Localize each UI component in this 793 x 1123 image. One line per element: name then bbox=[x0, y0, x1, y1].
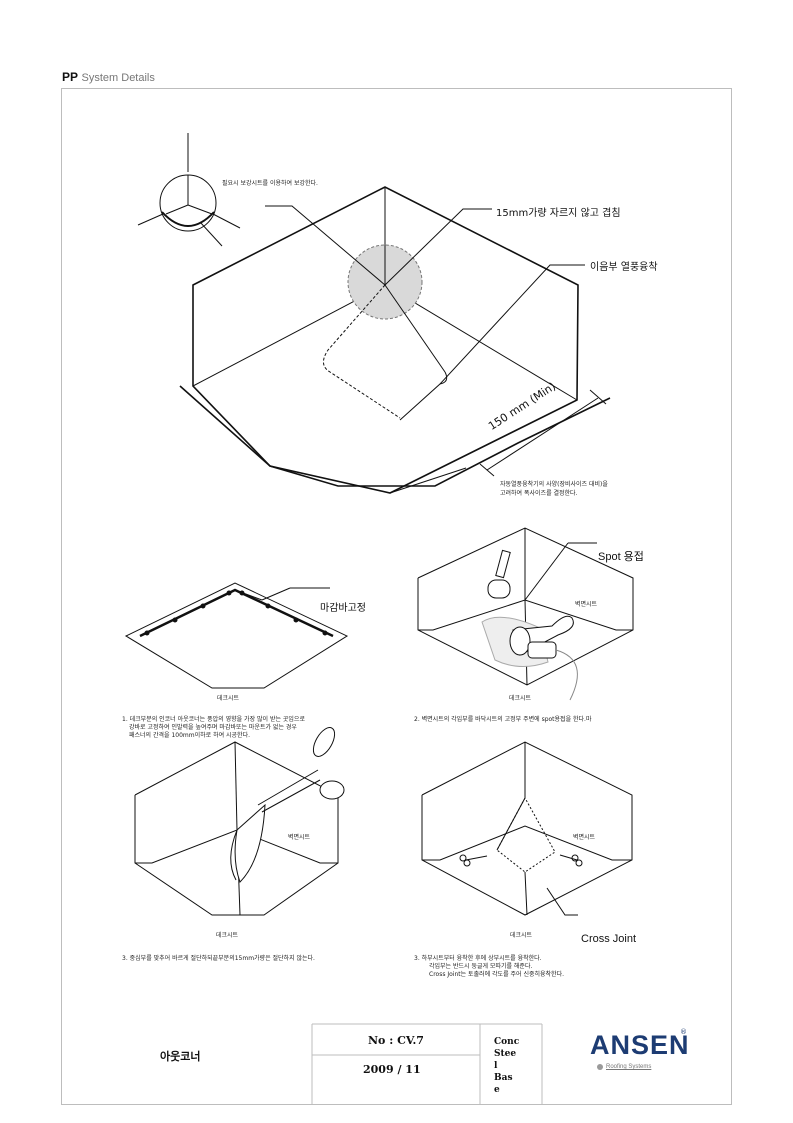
step3-deck-label: 데크시트 bbox=[216, 932, 239, 939]
step3-drawing bbox=[134, 727, 345, 916]
ansen-logo: ANSEN bbox=[590, 1030, 690, 1060]
main-corner-drawing bbox=[179, 186, 611, 494]
step2-deck-label: 데크시트 bbox=[509, 695, 532, 702]
page-header: PP System Details bbox=[62, 70, 155, 84]
registered-mark: ® bbox=[680, 1028, 687, 1036]
step4-callout: Cross Joint bbox=[581, 933, 637, 945]
step1-caption-line1: 1. 데크부분의 인코너 아웃코너는 풍압의 영향을 가장 많이 받는 곳임으로 bbox=[122, 716, 305, 723]
detail-title: 아웃코너 bbox=[160, 1050, 201, 1063]
step2-drawing bbox=[417, 527, 634, 701]
machine-note-line2: 고려하여 폭사이즈를 결정한다. bbox=[500, 490, 578, 497]
detail-number: No : CV.7 bbox=[368, 1034, 424, 1047]
step3-wall-label: 벽면시트 bbox=[288, 834, 311, 841]
logo-tagline: Roofing Systems bbox=[606, 1064, 652, 1070]
step1-caption-line3: 패스너의 간격을 100mm이하로 하여 시공한다. bbox=[129, 732, 250, 739]
step1-callout: 마감바고정 bbox=[320, 603, 366, 614]
step4-caption-line2: 각입부는 반드시 둥글게 모따기를 해준다. bbox=[429, 963, 533, 970]
step4-drawing bbox=[421, 741, 633, 916]
step4-caption-line1: 3. 하부시트부터 융착한 후에 상부시트를 융착한다. bbox=[414, 955, 542, 962]
header-subtitle: System Details bbox=[81, 72, 155, 84]
machine-note-line1: 자동열풍융착기의 사양(장비사이즈 대비)을 bbox=[500, 481, 608, 488]
weld-callout: 이음부 열풍융착 bbox=[590, 262, 658, 273]
overlap-callout: 15mm가량 자르지 않고 겹침 bbox=[496, 208, 621, 219]
step4-deck-label: 데크시트 bbox=[510, 932, 533, 939]
step2-caption: 2. 벽면시트의 각입부를 바닥시트의 고정부 주변에 spot용접을 한다.마 bbox=[414, 716, 592, 723]
brand-label: PP bbox=[62, 70, 79, 84]
step2-wall-label: 벽면시트 bbox=[575, 601, 598, 608]
substrate-label: Conc Stee l Bas e bbox=[494, 1037, 520, 1095]
reinforcement-note: 필요시 보강시트를 이용하여 보강한다. bbox=[222, 180, 318, 187]
step1-caption-line2: 강바로 고정하여 인발력을 높여주며 마감바또는 마운트가 없는 경우 bbox=[129, 724, 297, 731]
step3-caption: 3. 중심부를 맞추어 바르게 절단하되끝부분의15mm가량은 절단하지 않는다… bbox=[122, 955, 315, 962]
reinforcement-detail-sketch bbox=[137, 133, 241, 247]
step4-wall-label: 벽면시트 bbox=[573, 834, 596, 841]
step4-caption-line3: Cross Joint는 토출러에 각도를 주어 신중히융착한다. bbox=[429, 971, 564, 978]
step2-callout: Spot 용접 bbox=[598, 551, 644, 563]
step1-deck-label: 데크시트 bbox=[217, 695, 240, 702]
step1-drawing bbox=[124, 582, 349, 689]
detail-date: 2009 / 11 bbox=[363, 1063, 421, 1076]
drawing-frame bbox=[61, 88, 732, 1105]
logo-dot-icon bbox=[597, 1064, 603, 1070]
